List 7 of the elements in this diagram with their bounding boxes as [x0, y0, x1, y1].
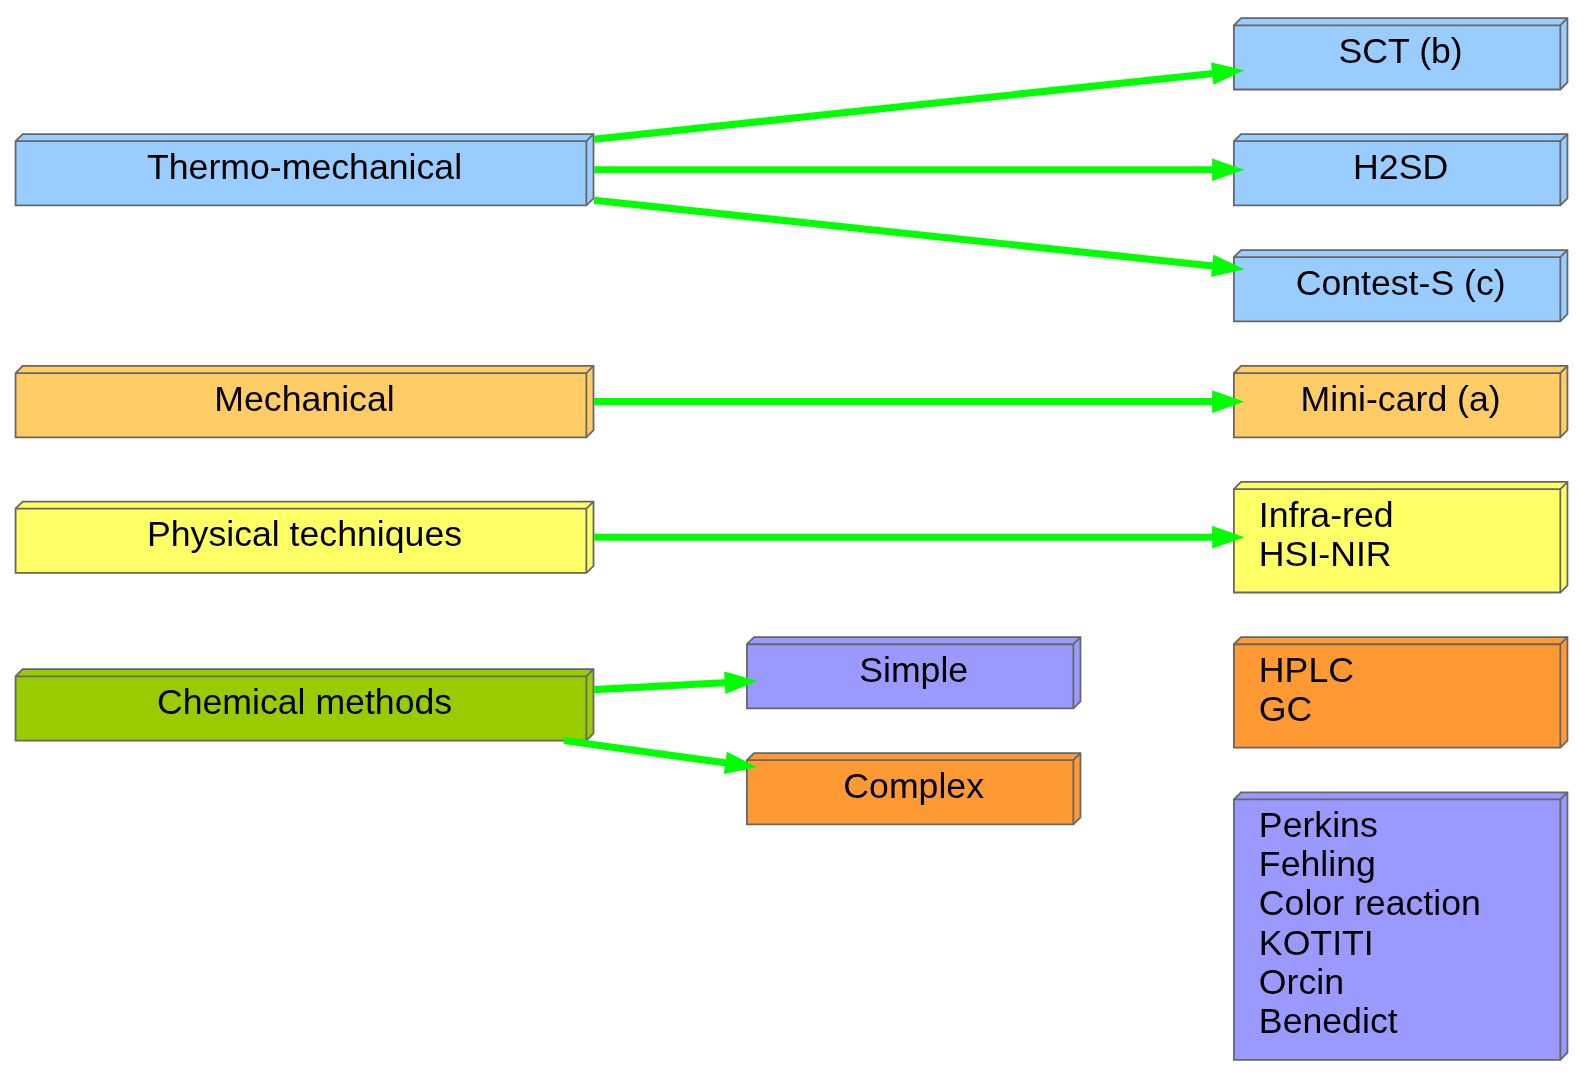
- arrow: [594, 525, 1245, 548]
- arrow: [593, 670, 757, 694]
- arrow: [563, 736, 758, 774]
- arrow: [594, 389, 1245, 413]
- arrow: [593, 61, 1245, 143]
- arrow: [593, 196, 1245, 277]
- arrow: [594, 157, 1245, 181]
